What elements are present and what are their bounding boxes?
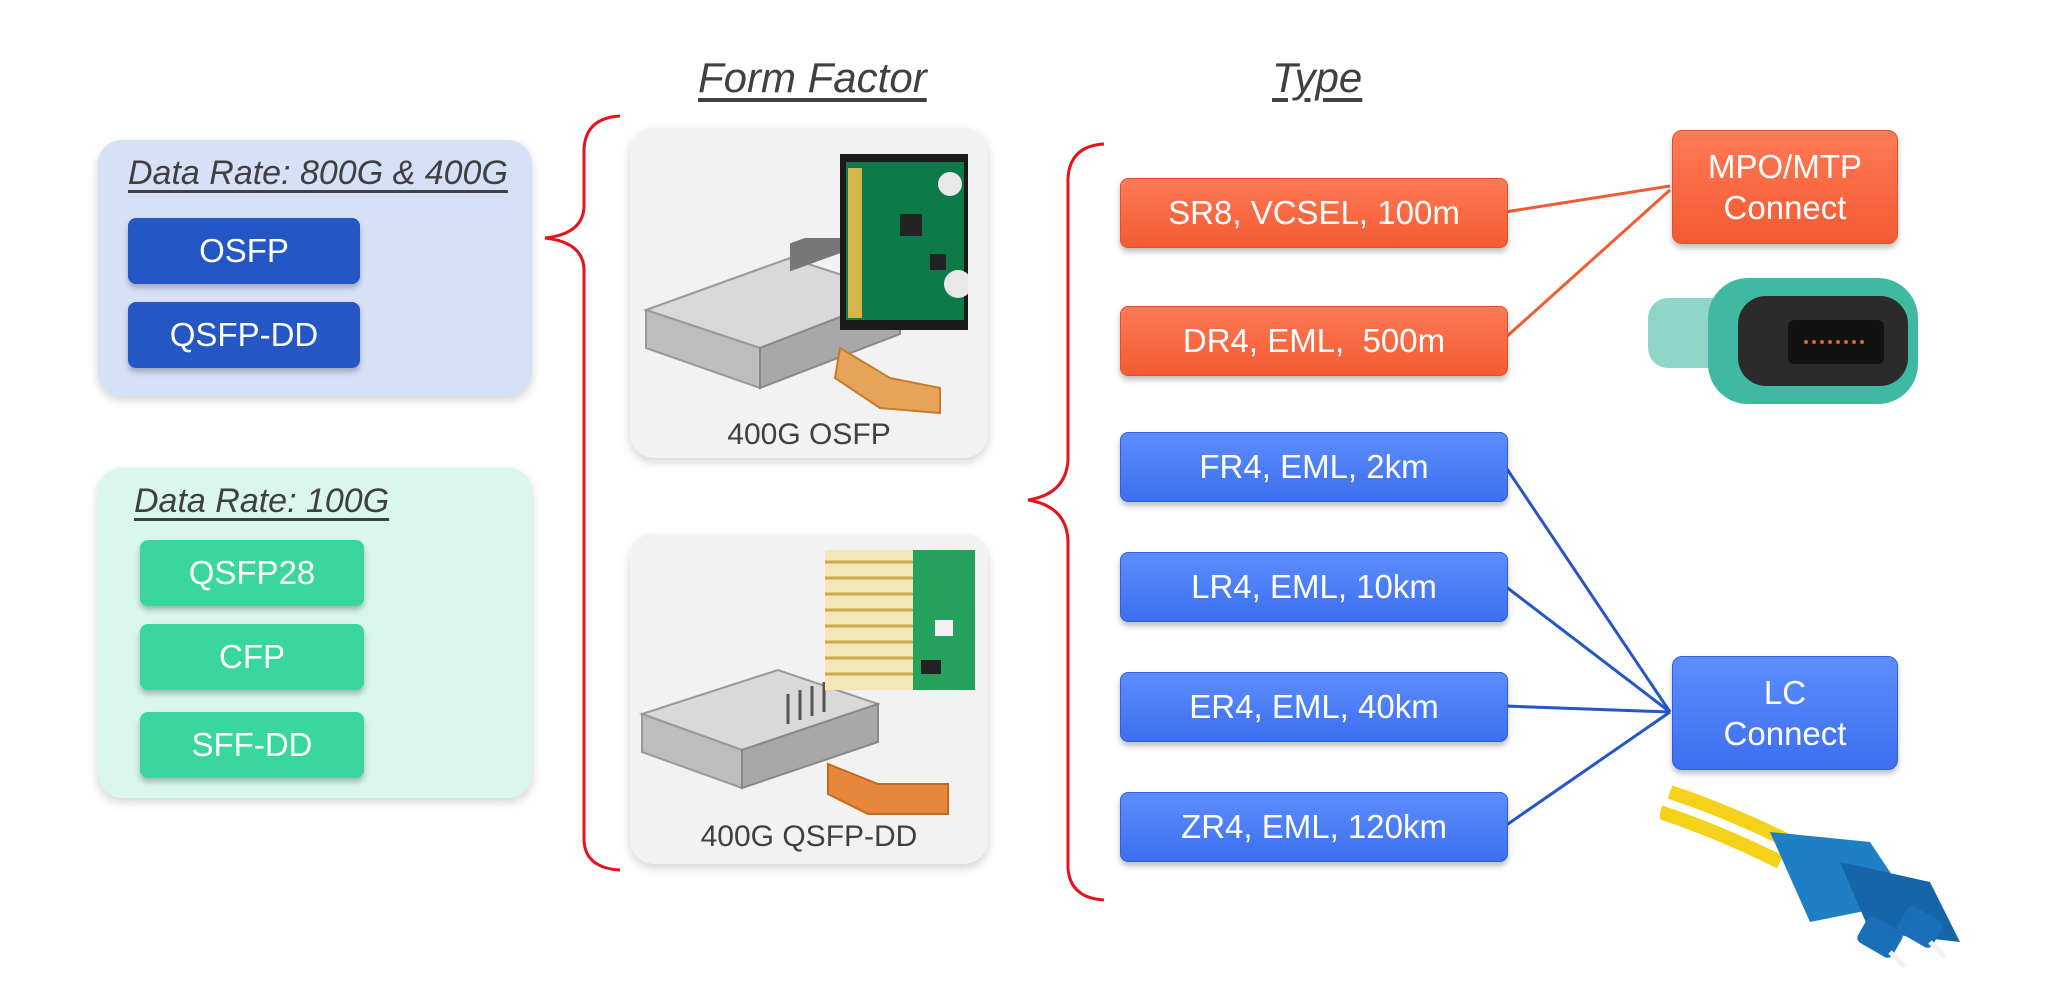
- lc-connector-box: LC Connect: [1672, 656, 1898, 770]
- cfp-box: CFP: [140, 624, 364, 690]
- mpo-connector-image: [1648, 278, 1918, 404]
- form-factor-heading: Form Factor: [698, 54, 927, 101]
- data-rate-800g-400g-group: Data Rate: 800G & 400G OSFP QSFP-DD: [98, 140, 532, 396]
- group-title: Data Rate: 800G & 400G: [128, 154, 508, 192]
- data-rate-100g-group: Data Rate: 100G QSFP28 CFP SFF-DD: [98, 468, 532, 798]
- mpo-mtp-connector-box: MPO/MTP Connect: [1672, 130, 1898, 244]
- mpo-connector-line1: MPO/MTP: [1708, 147, 1862, 185]
- qsfp28-box: QSFP28: [140, 540, 364, 606]
- er4-type-box: ER4, EML, 40km: [1120, 672, 1508, 742]
- osfp-pcb-image: [840, 154, 968, 330]
- group-title: Data Rate: 100G: [134, 482, 390, 520]
- qsfp-dd-box: QSFP-DD: [128, 302, 360, 368]
- mpo-connector-line2: Connect: [1723, 189, 1847, 226]
- sr8-to-mpo-line: [1504, 184, 1671, 214]
- lc-connector-image: [1660, 785, 1960, 969]
- osfp-card-label: 400G OSFP: [727, 418, 891, 451]
- er4-to-lc-line: [1504, 704, 1671, 714]
- fr4-type-box: FR4, EML, 2km: [1120, 432, 1508, 502]
- qsfp-dd-card-label: 400G QSFP-DD: [700, 820, 918, 853]
- zr4-to-lc-line: [1504, 710, 1671, 828]
- qsfp-dd-pcb-image: [825, 550, 975, 690]
- qsfp-dd-card: 400G QSFP-DD: [630, 534, 988, 864]
- fr4-to-lc-line: [1503, 465, 1672, 713]
- lc-connector-line2: Connect: [1723, 715, 1847, 752]
- lr4-type-box: LR4, EML, 10km: [1120, 552, 1508, 622]
- osfp-box: OSFP: [128, 218, 360, 284]
- sff-dd-box: SFF-DD: [140, 712, 364, 778]
- type-heading: Type: [1272, 54, 1363, 101]
- left-brace: [544, 114, 621, 872]
- dr4-type-box: DR4, EML, 500m: [1120, 306, 1508, 376]
- sr8-type-box: SR8, VCSEL, 100m: [1120, 178, 1508, 248]
- qsfp-dd-module-image: [638, 668, 949, 815]
- lc-connector-line1: LC: [1763, 673, 1807, 711]
- dr4-to-mpo-line: [1503, 188, 1672, 340]
- osfp-card: 400G OSFP: [630, 128, 988, 458]
- zr4-type-box: ZR4, EML, 120km: [1120, 792, 1508, 862]
- right-brace: [1027, 142, 1105, 902]
- lr4-to-lc-line: [1504, 584, 1671, 714]
